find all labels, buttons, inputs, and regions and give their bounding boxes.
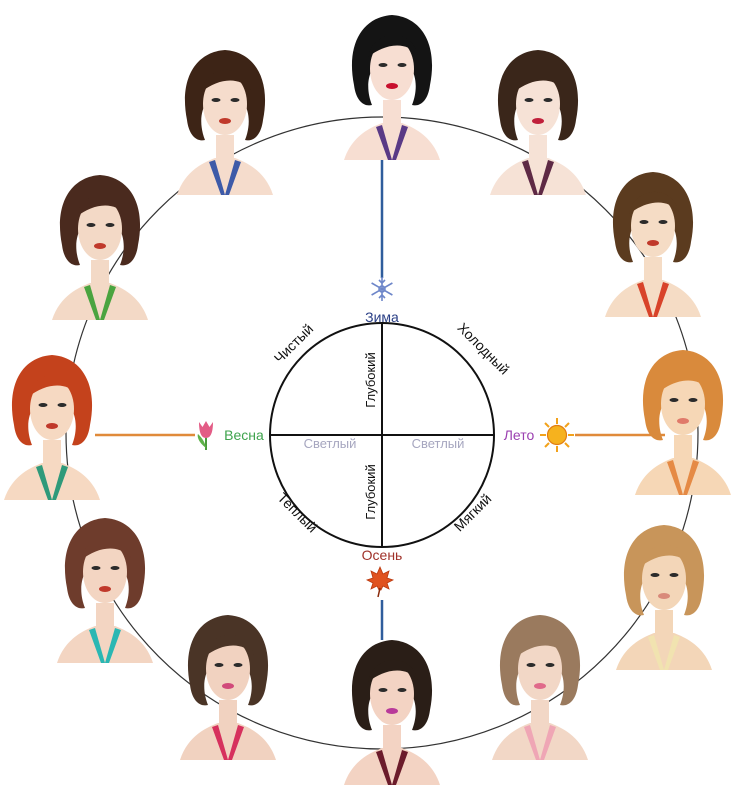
portrait-winter-top [344,15,440,160]
portrait-autumn-right [492,615,588,760]
season-label-summer: Лето [504,427,535,443]
portrait-spring-mid [4,355,100,500]
snowflake-icon [372,277,393,301]
season-label-spring: Весна [224,427,264,443]
axis-label-deep-top: Глубокий [363,352,378,407]
sun-icon [540,418,574,452]
portrait-winter-right [490,50,586,195]
maple-leaf-icon [367,567,393,597]
season-label-winter: Зима [365,309,399,325]
portrait-spring-upper [52,175,148,320]
axis-label-light-left: Светлый [304,436,357,451]
axis-label-deep-bottom: Глубокий [363,464,378,519]
portrait-winter-left [177,50,273,195]
portrait-autumn-left [180,615,276,760]
portrait-summer-mid [635,350,731,495]
portrait-summer-upper [605,172,701,317]
season-label-autumn: Осень [362,547,403,563]
portrait-spring-lower [57,518,153,663]
portrait-autumn-bottom [344,640,440,785]
portrait-summer-lower [616,525,712,670]
tulip-icon [198,421,213,450]
axis-label-light-right: Светлый [412,436,465,451]
